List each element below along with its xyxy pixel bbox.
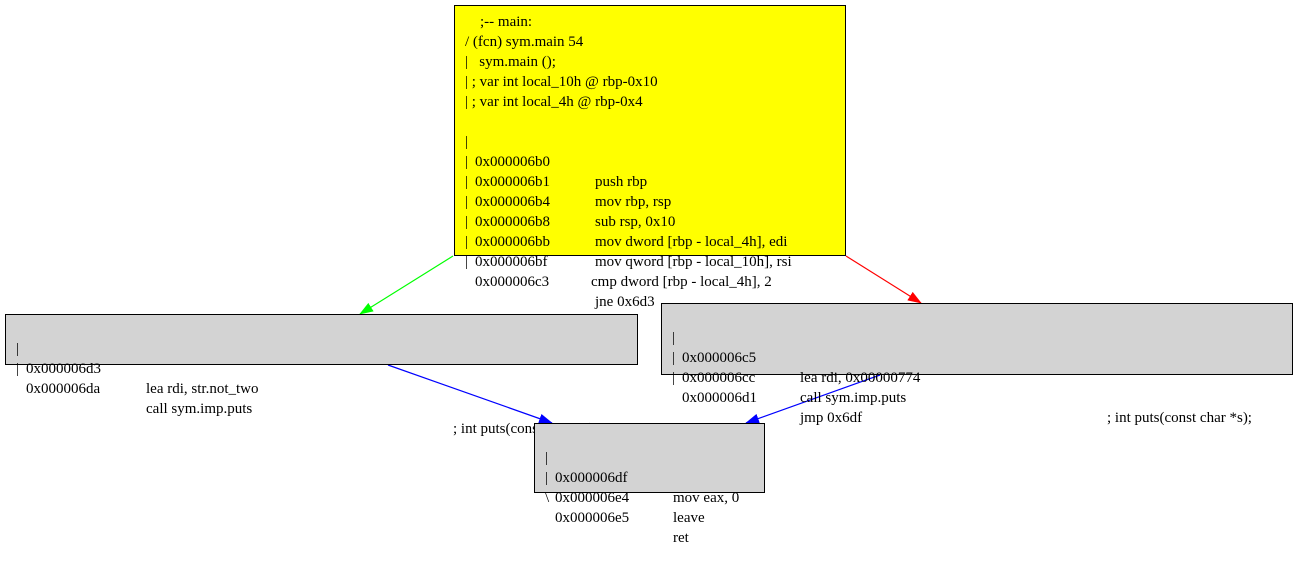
line-prefix: | bbox=[465, 234, 469, 250]
instruction: mov eax, 0 bbox=[673, 490, 740, 506]
main-header-line: / (fcn) sym.main 54 bbox=[465, 34, 584, 50]
line-prefix: | bbox=[672, 330, 676, 346]
line-prefix: | bbox=[672, 370, 676, 386]
address: 0x000006e4 bbox=[555, 490, 630, 506]
line-prefix: | bbox=[465, 154, 469, 170]
main-header-line: | sym.main (); bbox=[465, 54, 556, 70]
address: 0x000006da bbox=[26, 381, 101, 397]
address: 0x000006d3 bbox=[26, 361, 101, 377]
instruction: jmp 0x6df bbox=[800, 410, 863, 426]
instruction: lea rdi, 0x00000774 bbox=[800, 370, 921, 386]
line-prefix: | bbox=[16, 341, 20, 357]
main-header-line: | ; var int local_10h @ rbp-0x10 bbox=[465, 74, 658, 90]
instruction: lea rdi, str.not_two bbox=[146, 381, 259, 397]
instruction: jne 0x6d3 bbox=[595, 294, 655, 310]
instruction-line: | 0x000006bf cmp dword [rbp - local_4h],… bbox=[465, 212, 835, 290]
line-prefix: | bbox=[465, 194, 469, 210]
instruction: sub rsp, 0x10 bbox=[595, 214, 676, 230]
bottom-block: | 0x000006df mov eax, 0 | 0x000006e4 lea… bbox=[534, 423, 765, 546]
edge-true-main-to-left bbox=[359, 255, 454, 315]
instruction: ret bbox=[673, 530, 689, 546]
instruction-line: | 0x000006c5 lea rdi, 0x00000774 bbox=[672, 308, 1282, 386]
instruction: leave bbox=[673, 510, 705, 526]
line-prefix: | bbox=[545, 450, 549, 466]
instruction-line: | 0x000006cc call sym.imp.puts ; int put… bbox=[672, 328, 1282, 426]
instruction-line: | 0x000006e4 leave bbox=[545, 448, 754, 526]
instruction-line: | 0x000006b1 mov rbp, rsp bbox=[465, 132, 835, 210]
main-header-line: ;-- main: bbox=[465, 14, 533, 30]
line-prefix: | bbox=[465, 254, 469, 270]
instruction-line: | 0x000006df mov eax, 0 bbox=[545, 428, 754, 506]
instruction: cmp dword [rbp - local_4h], 2 bbox=[591, 274, 772, 290]
address: 0x000006b8 bbox=[475, 214, 550, 230]
address: 0x000006d1 bbox=[682, 390, 757, 406]
instruction-line: | 0x000006da call sym.imp.puts ; int put… bbox=[16, 339, 627, 437]
instruction: mov rbp, rsp bbox=[595, 194, 672, 210]
address: 0x000006df bbox=[555, 470, 628, 486]
address: 0x000006bf bbox=[475, 254, 548, 270]
main-header-line: | ; var int local_4h @ rbp-0x4 bbox=[465, 94, 643, 110]
comment: ; int puts(const char *s); bbox=[1107, 410, 1252, 426]
address: 0x000006b4 bbox=[475, 194, 550, 210]
line-prefix: | bbox=[465, 174, 469, 190]
line-prefix: | bbox=[465, 214, 469, 230]
instruction-line: | 0x000006c3 jne 0x6d3 bbox=[465, 232, 835, 310]
instruction-line: | 0x000006bb mov qword [rbp - local_10h]… bbox=[465, 192, 835, 270]
main-block: ;-- main: / (fcn) sym.main 54 | sym.main… bbox=[454, 5, 846, 310]
address: 0x000006bb bbox=[475, 234, 550, 250]
address: 0x000006cc bbox=[682, 370, 756, 386]
instruction-line: | 0x000006b8 mov dword [rbp - local_4h],… bbox=[465, 172, 835, 250]
line-prefix: | bbox=[465, 134, 469, 150]
address: 0x000006e5 bbox=[555, 510, 630, 526]
line-prefix: | bbox=[16, 361, 20, 377]
instruction: push rbp bbox=[595, 174, 648, 190]
left-block: | 0x000006d3 lea rdi, str.not_two | 0x00… bbox=[5, 314, 638, 437]
instruction-line: | 0x000006d1 jmp 0x6df bbox=[672, 348, 1282, 426]
line-prefix: | bbox=[545, 470, 549, 486]
instruction-line: | 0x000006b4 sub rsp, 0x10 bbox=[465, 152, 835, 230]
address: 0x000006c3 bbox=[475, 274, 550, 290]
instruction-line: | 0x000006b0 push rbp bbox=[465, 112, 835, 190]
instruction-line: | 0x000006d3 lea rdi, str.not_two bbox=[16, 319, 627, 397]
line-prefix: | bbox=[672, 350, 676, 366]
edge-left-to-bottom bbox=[387, 364, 553, 424]
line-prefix: \ bbox=[545, 490, 550, 506]
instruction: call sym.imp.puts bbox=[146, 401, 253, 417]
right-block: | 0x000006c5 lea rdi, 0x00000774 | 0x000… bbox=[661, 303, 1293, 426]
graph-edges bbox=[359, 255, 922, 424]
instruction: mov qword [rbp - local_10h], rsi bbox=[595, 254, 792, 270]
edge-false-main-to-right bbox=[845, 255, 922, 304]
edge-right-to-bottom bbox=[745, 374, 881, 424]
address: 0x000006b0 bbox=[475, 154, 550, 170]
instruction: mov dword [rbp - local_4h], edi bbox=[595, 234, 788, 250]
instruction: call sym.imp.puts bbox=[800, 390, 907, 406]
address: 0x000006b1 bbox=[475, 174, 550, 190]
address: 0x000006c5 bbox=[682, 350, 757, 366]
instruction-line: \ 0x000006e5 ret bbox=[545, 468, 754, 546]
